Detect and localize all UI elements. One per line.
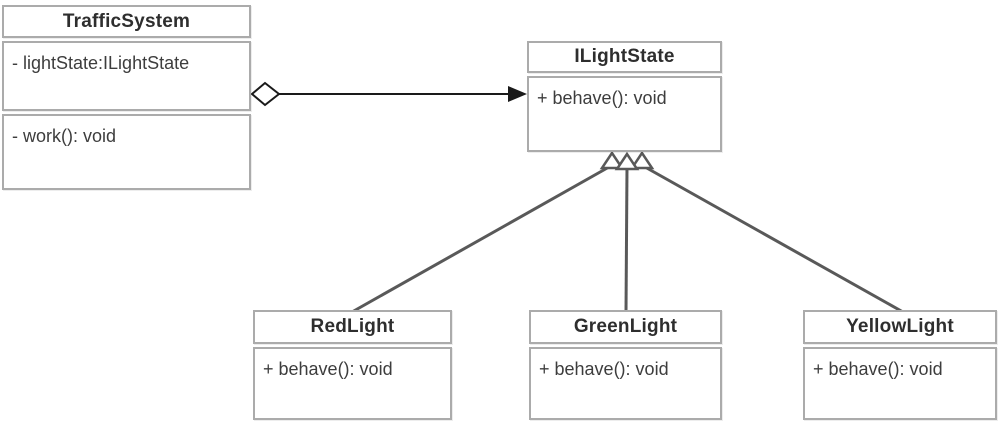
class-greenlight: GreenLight + behave(): void — [529, 310, 722, 420]
class-methods-section: + behave(): void — [527, 76, 722, 152]
aggregation-diamond-icon — [250, 81, 281, 107]
class-methods-section: + behave(): void — [253, 347, 452, 420]
class-attributes-section: - lightState:ILightState — [2, 41, 251, 111]
class-methods-section: - work(): void — [2, 114, 251, 190]
aggregation-arrowhead-icon — [508, 86, 527, 102]
class-title: YellowLight — [803, 310, 997, 344]
class-trafficsystem: TrafficSystem - lightState:ILightState -… — [2, 5, 251, 190]
realization-triangle-icon — [599, 150, 625, 170]
class-methods-section: + behave(): void — [529, 347, 722, 420]
class-method: + behave(): void — [539, 359, 669, 379]
class-title: RedLight — [253, 310, 452, 344]
class-method: - work(): void — [12, 126, 117, 146]
class-method: + behave(): void — [813, 359, 943, 379]
realization-triangle-icon — [629, 150, 655, 170]
class-method: + behave(): void — [537, 88, 667, 108]
class-method: + behave(): void — [263, 359, 393, 379]
realization-line-to-greenlight — [624, 166, 629, 313]
class-ilightstate: ILightState + behave(): void — [527, 41, 722, 152]
realization-line-to-yellowlight — [644, 165, 904, 314]
class-methods-section: + behave(): void — [803, 347, 997, 420]
class-yellowlight: YellowLight + behave(): void — [803, 310, 997, 420]
realization-triangle-icon — [614, 151, 640, 171]
class-redlight: RedLight + behave(): void — [253, 310, 452, 420]
class-title: TrafficSystem — [2, 5, 251, 38]
class-title: ILightState — [527, 41, 722, 73]
realization-line-to-redlight — [351, 165, 610, 314]
class-attribute: - lightState:ILightState — [12, 53, 190, 73]
class-title: GreenLight — [529, 310, 722, 344]
